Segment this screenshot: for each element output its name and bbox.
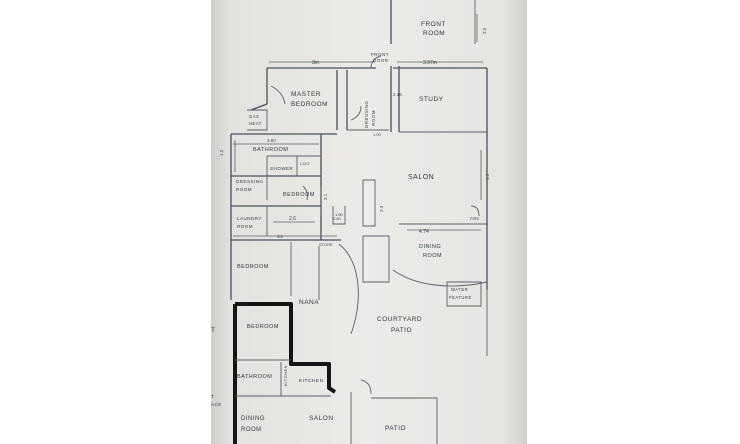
label-dining-bottom-2: ROOM (241, 427, 262, 433)
label-patio-bottom: PATIO (385, 425, 406, 432)
label-shower: SHOWER (270, 166, 294, 171)
label-dressing-left-1: DRESSING (236, 179, 264, 184)
paper-sheet: FRONT ROOM FRONT DOOR MASTER BEDROOM DRE… (211, 0, 527, 444)
dim-salon-width: 4.74 (419, 229, 429, 235)
label-bedroom-lower: BEDROOM (237, 264, 269, 270)
label-kitchen-small: KITCHEN (299, 378, 324, 384)
label-courtyard-2: PATIO (391, 327, 412, 334)
salon-door-swing (470, 205, 480, 217)
label-nana: NANA (299, 299, 319, 306)
label-bedroom-mid: BEDROOM (283, 192, 315, 198)
bottom-door-swing (360, 379, 372, 395)
dim-lower-width: 4m (277, 234, 284, 239)
label-front-room-1: FRONT (421, 21, 446, 28)
label-laundry-2: ROOM (237, 224, 253, 229)
walls (230, 0, 488, 444)
dim-closet-height: 2.3 (379, 205, 384, 212)
doors (270, 55, 480, 395)
dim-study-width: 3.97m (423, 60, 437, 66)
fixture-labels: FIRE STORE (319, 216, 479, 247)
label-study: STUDY (419, 96, 444, 103)
bottom-patio-outline (371, 397, 438, 444)
dimension-lines (233, 14, 483, 237)
label-wc: LOO (300, 161, 310, 166)
dim-right-side: 4.3 (485, 173, 490, 180)
dim-dressing-small: 1.00 (373, 132, 382, 137)
stair-block (362, 179, 376, 227)
label-dressing-top-2: ROOM (371, 110, 376, 126)
closet-box (332, 206, 346, 225)
label-gas-1: GAS (249, 114, 259, 119)
label-salon: SALON (408, 174, 434, 181)
floor-plan-drawing: FRONT ROOM FRONT DOOR MASTER BEDROOM DRE… (211, 0, 490, 444)
room-labels: FRONT ROOM FRONT DOOR MASTER BEDROOM DRE… (211, 21, 472, 433)
label-salon-bottom: SALON (309, 415, 334, 422)
label-bathroom: BATHROOM (253, 147, 288, 153)
label-dressing-left-2: ROOM (236, 187, 252, 192)
label-dining-bottom-1: DINING (241, 416, 265, 422)
label-front-door-2: DOOR (373, 58, 389, 63)
dim-bedroom-width: 2.6 (289, 216, 296, 222)
label-master-2: BEDROOM (291, 101, 328, 108)
label-dining-2: ROOM (423, 253, 442, 259)
dressing-door-swing (350, 105, 362, 121)
dim-small-box: 0.60 (333, 216, 342, 221)
water-feature-box (446, 281, 482, 307)
dim-dressing-height: 2.16 (393, 92, 402, 97)
label-water-2: FEATURE (449, 295, 472, 300)
dim-salon-dim: 1.50 (335, 212, 344, 217)
master-left-jog (250, 103, 268, 111)
label-edge-left-top: T (211, 327, 215, 334)
master-door-swing (270, 85, 286, 105)
fire-block (362, 235, 390, 283)
label-front-room-2: ROOM (423, 30, 445, 37)
label-gas-2: HEAT (249, 121, 262, 126)
courtyard-curve (338, 243, 359, 335)
front-door-swing (370, 55, 382, 69)
label-courtyard-1: COURTYARD (377, 316, 422, 323)
gas-heater-box (247, 109, 268, 131)
label-kitchen-annex: KITCHEN (283, 365, 288, 386)
dim-bath-side: 1.2 (219, 149, 224, 156)
label-edge-left-bottom-1: T (211, 394, 214, 399)
label-laundry-1: LAUNDRY (237, 216, 262, 221)
dim-top-width: 3m (312, 60, 319, 66)
label-dining-1: DINING (419, 244, 441, 250)
label-water-1: WATER (451, 287, 468, 292)
label-master-1: MASTER (291, 91, 321, 98)
dim-bath-width: 3.60 (267, 138, 276, 143)
dining-arc (392, 269, 488, 287)
dim-top-right: 2.5 (482, 27, 487, 34)
dimension-labels: 3m 3.97m 2.16 1.00 3.60 1.2 4.3 2.5 2.6 … (219, 27, 490, 239)
label-fire: FIRE (470, 216, 479, 221)
label-edge-left-bottom-2: ACE (211, 402, 222, 407)
label-bathroom-annex: BATHROOM (237, 374, 272, 380)
bedroom-door-swing (302, 185, 308, 201)
label-front-door-1: FRONT (371, 52, 389, 57)
dim-bedroom-height: 2.1 (323, 193, 328, 200)
label-bedroom-annex: BEDROOM (247, 324, 279, 330)
annex-outline (235, 302, 337, 394)
label-stairs: STORE (319, 242, 333, 247)
label-dressing-top-1: DRESSING (364, 100, 369, 128)
